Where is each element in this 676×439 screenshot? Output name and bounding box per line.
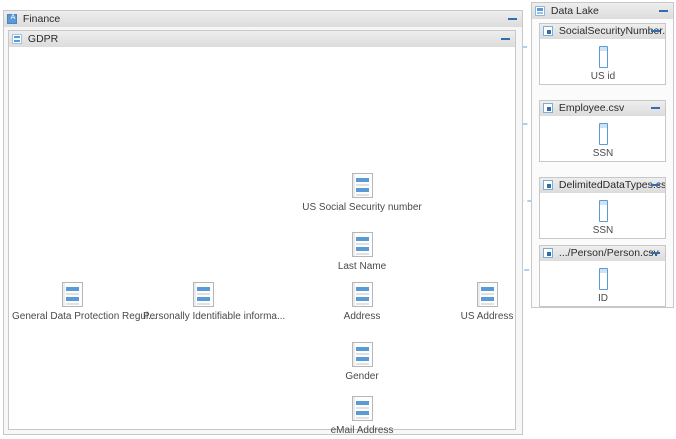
csv-card-title: Employee.csv <box>558 102 625 114</box>
csv-card-header[interactable]: SocialSecurityNumber.csv <box>540 24 665 40</box>
minimize-icon[interactable] <box>659 10 668 12</box>
csv-card-body: SSN <box>540 193 665 238</box>
csv-file-icon <box>543 248 553 258</box>
csv-card[interactable]: SocialSecurityNumber.csv US id <box>539 23 666 85</box>
term-icon <box>351 342 373 367</box>
minimize-icon[interactable] <box>651 252 660 254</box>
node-label: eMail Address <box>330 425 394 436</box>
csv-card-header[interactable]: DelimitedDataTypes.csv <box>540 178 665 194</box>
csv-card-header[interactable]: Employee.csv <box>540 101 665 117</box>
term-icon <box>476 282 498 307</box>
csv-file-icon <box>543 26 553 36</box>
node-us-address[interactable]: US Address <box>427 282 547 322</box>
panel-data-lake-body: SocialSecurityNumber.csv US id Employee.… <box>532 19 673 307</box>
node-last-name[interactable]: Last Name <box>302 232 422 272</box>
column-node[interactable]: SSN <box>573 200 633 236</box>
column-icon <box>598 268 608 290</box>
panel-data-lake-header[interactable]: Data Lake <box>532 3 673 20</box>
column-node[interactable]: SSN <box>573 123 633 159</box>
column-label: SSN <box>592 148 614 159</box>
node-label: Last Name <box>337 261 387 272</box>
csv-card-title: SocialSecurityNumber.csv <box>558 25 665 37</box>
column-label: US id <box>590 71 616 82</box>
minimize-icon[interactable] <box>651 107 660 109</box>
node-email-address[interactable]: eMail Address <box>302 396 422 436</box>
node-address[interactable]: Address <box>302 282 422 322</box>
csv-card-title: .../Person/Person.csv <box>558 247 659 259</box>
node-general-data-protection-regulation[interactable]: General Data Protection Regul... <box>12 282 157 322</box>
csv-card[interactable]: Employee.csv SSN <box>539 100 666 162</box>
term-icon <box>351 282 373 307</box>
column-label: ID <box>598 293 608 304</box>
node-label: US Address <box>460 311 514 322</box>
panel-data-lake[interactable]: Data Lake SocialSecurityNumber.csv US id <box>531 2 674 308</box>
term-icon <box>61 282 83 307</box>
csv-file-icon <box>543 103 553 113</box>
column-label: SSN <box>592 225 614 236</box>
node-label: General Data Protection Regul... <box>12 311 157 322</box>
column-icon <box>598 123 608 145</box>
csv-card-body: SSN <box>540 116 665 161</box>
node-label: US Social Security number <box>302 202 422 213</box>
minimize-icon[interactable] <box>651 184 660 186</box>
panel-gdpr-body <box>9 47 515 429</box>
panel-gdpr[interactable]: GDPR <box>8 30 516 430</box>
panel-gdpr-title: GDPR <box>27 33 59 45</box>
column-node[interactable]: US id <box>573 46 633 82</box>
term-icon <box>192 282 214 307</box>
term-icon <box>351 396 373 421</box>
panel-finance-header[interactable]: Finance <box>4 11 522 28</box>
csv-card[interactable]: DelimitedDataTypes.csv SSN <box>539 177 666 239</box>
node-gender[interactable]: Gender <box>302 342 422 382</box>
node-personally-identifiable-information[interactable]: Personally Identifiable informa... <box>143 282 286 322</box>
panel-data-lake-title: Data Lake <box>550 5 599 17</box>
term-icon <box>351 173 373 198</box>
node-label: Gender <box>345 371 379 382</box>
minimize-icon[interactable] <box>651 30 660 32</box>
minimize-icon[interactable] <box>501 38 510 40</box>
panel-finance-title: Finance <box>22 13 61 25</box>
csv-card-title: DelimitedDataTypes.csv <box>558 179 665 191</box>
minimize-icon[interactable] <box>508 18 517 20</box>
node-label: Personally Identifiable informa... <box>143 311 286 322</box>
panel-gdpr-header[interactable]: GDPR <box>9 31 515 48</box>
database-icon <box>535 6 545 16</box>
csv-card[interactable]: .../Person/Person.csv ID <box>539 245 666 307</box>
csv-card-header[interactable]: .../Person/Person.csv <box>540 246 665 262</box>
csv-file-icon <box>543 180 553 190</box>
policy-icon <box>12 34 22 44</box>
csv-card-body: US id <box>540 39 665 84</box>
column-icon <box>598 200 608 222</box>
app-icon <box>7 13 18 24</box>
node-us-social-security-number[interactable]: US Social Security number <box>302 173 422 213</box>
column-icon <box>598 46 608 68</box>
node-label: Address <box>343 311 381 322</box>
csv-card-body: ID <box>540 261 665 306</box>
column-node[interactable]: ID <box>573 268 633 304</box>
term-icon <box>351 232 373 257</box>
